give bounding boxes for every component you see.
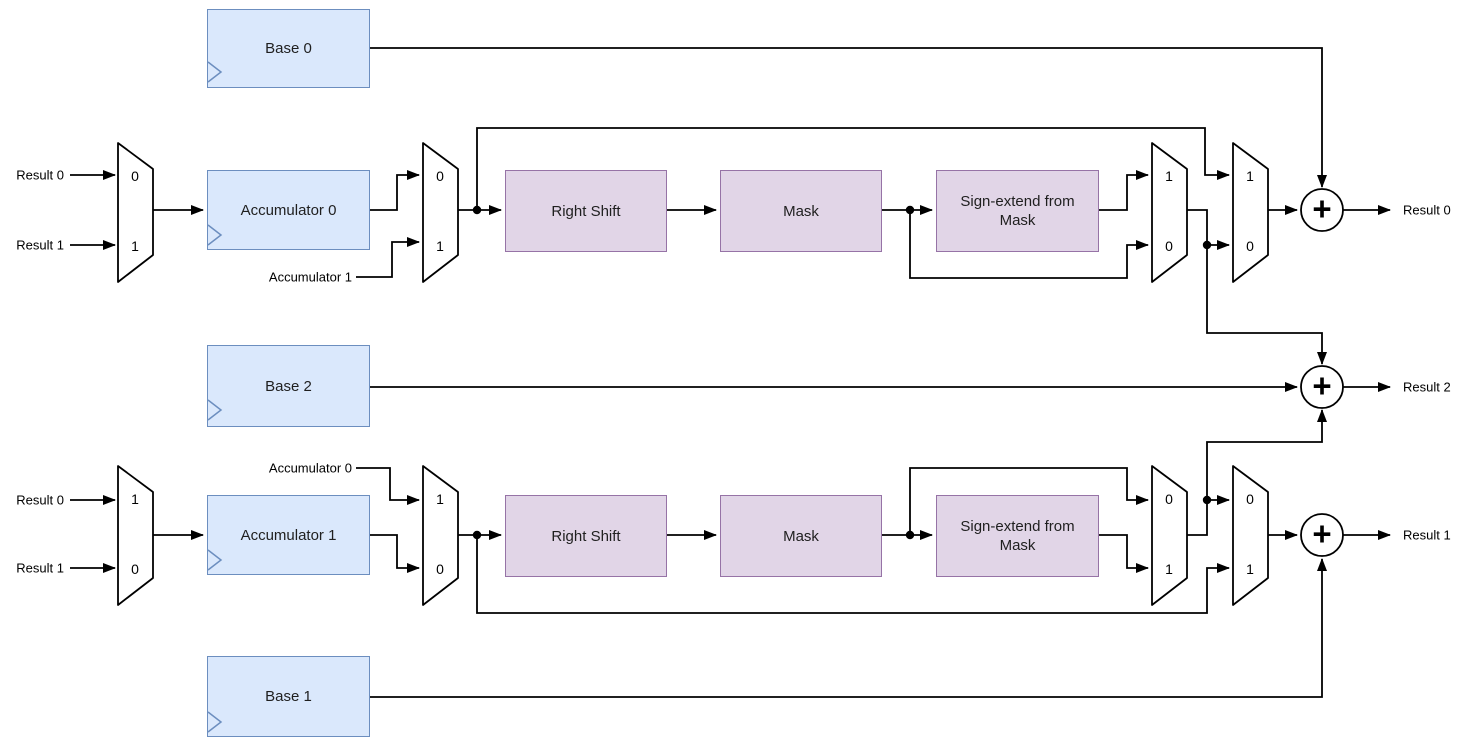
mux-top-accsel-shape xyxy=(422,142,459,283)
mux-bottom-input-port1: 1 xyxy=(131,491,139,507)
mux-top-input-shape xyxy=(117,142,154,283)
wire-bottom-result-to-adder2 xyxy=(1206,409,1327,500)
block-right-shift-top: Right Shift xyxy=(505,170,667,252)
block-right-shift-bottom: Right Shift xyxy=(505,495,667,577)
mux-top-accsel-port0: 0 xyxy=(436,168,444,184)
input-label-result1-bottom: Result 1 xyxy=(16,560,64,576)
mux-bottom-accsel-port1: 1 xyxy=(436,491,444,507)
feed-label-accumulator1: Accumulator 1 xyxy=(268,269,352,285)
mux-top-sext-sel-shape xyxy=(1151,142,1188,283)
wire-acc0-to-top-accsel-mux xyxy=(370,170,420,211)
output-label-result1: Result 1 xyxy=(1403,527,1451,543)
junction-dots xyxy=(472,205,1212,540)
mux-bottom-accsel-shape xyxy=(422,465,459,606)
mux-top-sext-port0: 0 xyxy=(1165,238,1173,254)
mux-top-accsel-port1: 1 xyxy=(436,238,444,254)
junction-dot xyxy=(1202,495,1212,505)
register-accumulator1: Accumulator 1 xyxy=(207,495,370,575)
junction-dot xyxy=(905,530,915,540)
mux-bottom-sext-sel-shape xyxy=(1151,465,1188,606)
mux-bottom-out-port0: 0 xyxy=(1246,491,1254,507)
block-right-shift-bottom-label: Right Shift xyxy=(551,527,621,545)
wire-base1-to-adder1 xyxy=(370,558,1327,698)
register-base1-label: Base 1 xyxy=(265,688,312,705)
mux-bottom-out-sel-shape xyxy=(1232,465,1269,606)
input-label-result0-top: Result 0 xyxy=(16,167,64,183)
wire-top-sign-extend-to-sext-sel-mux xyxy=(1099,170,1149,211)
junction-dot xyxy=(1202,240,1212,250)
mux-top-input-port0: 0 xyxy=(131,168,139,184)
output-label-result0: Result 0 xyxy=(1403,202,1451,218)
adder-result2-plus: + xyxy=(1312,367,1332,404)
block-sign-extend-bottom: Sign-extend from Mask xyxy=(936,495,1099,577)
block-mask-top-label: Mask xyxy=(783,202,819,220)
mux-bottom-input-port0: 0 xyxy=(131,561,139,577)
register-base0: Base 0 xyxy=(207,9,370,88)
mux-top-input-port1: 1 xyxy=(131,238,139,254)
register-accumulator1-label: Accumulator 1 xyxy=(240,526,337,544)
mux-bottom-sext-port0: 0 xyxy=(1165,491,1173,507)
block-sign-extend-top-label: Sign-extend from Mask xyxy=(960,193,1075,229)
register-base0-label: Base 0 xyxy=(265,40,312,57)
block-sign-extend-top: Sign-extend from Mask xyxy=(936,170,1099,252)
wire-bottom-sign-extend-to-sext-sel-mux xyxy=(1099,534,1149,573)
block-sign-extend-bottom-label: Sign-extend from Mask xyxy=(960,518,1075,554)
mux-bottom-sext-port1: 1 xyxy=(1165,561,1173,577)
register-accumulator0-label: Accumulator 0 xyxy=(240,201,337,219)
mux-bottom-input-shape xyxy=(117,465,154,606)
register-base1: Base 1 xyxy=(207,656,370,737)
junction-dot xyxy=(905,205,915,215)
output-label-result2: Result 2 xyxy=(1403,379,1451,395)
mux-top-out-sel-shape xyxy=(1232,142,1269,283)
feed-label-accumulator0: Accumulator 0 xyxy=(268,460,352,476)
wire-top-result-to-adder2 xyxy=(1206,245,1327,365)
junction-dot xyxy=(472,530,482,540)
input-label-result1-top: Result 1 xyxy=(16,237,64,253)
wire-bottom-sext-sel-mux-to-out-sel-mux xyxy=(1187,495,1230,536)
register-accumulator0: Accumulator 0 xyxy=(207,170,370,250)
mux-bottom-out-port1: 1 xyxy=(1246,561,1254,577)
adder-result1-plus: + xyxy=(1312,515,1332,552)
block-mask-top: Mask xyxy=(720,170,882,252)
block-right-shift-top-label: Right Shift xyxy=(551,202,621,220)
register-base2: Base 2 xyxy=(207,345,370,427)
adder-result0-plus: + xyxy=(1312,190,1332,227)
wire-acc1-to-bottom-accsel-mux xyxy=(370,534,420,573)
block-mask-bottom: Mask xyxy=(720,495,882,577)
mux-top-out-port1: 1 xyxy=(1246,168,1254,184)
junction-dot xyxy=(472,205,482,215)
input-label-result0-bottom: Result 0 xyxy=(16,492,64,508)
block-mask-bottom-label: Mask xyxy=(783,527,819,545)
mux-top-out-port0: 0 xyxy=(1246,238,1254,254)
wire-top-sext-sel-mux-to-out-sel-mux xyxy=(1187,209,1230,250)
register-base2-label: Base 2 xyxy=(265,377,312,395)
mux-top-sext-port1: 1 xyxy=(1165,168,1173,184)
mux-bottom-accsel-port0: 0 xyxy=(436,561,444,577)
